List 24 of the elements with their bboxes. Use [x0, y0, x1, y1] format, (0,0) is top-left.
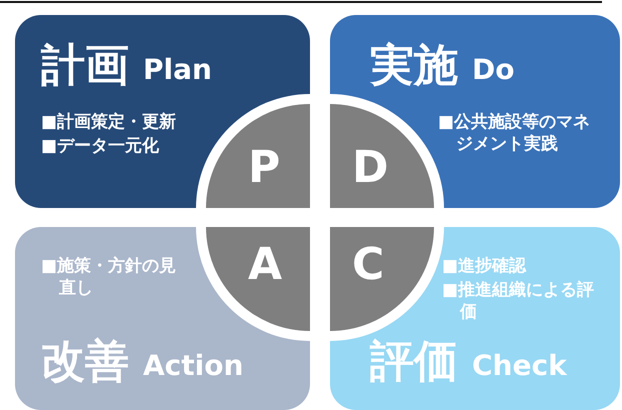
heading-text: 実施 [370, 41, 458, 91]
bullet-text: ■公共施設等のマネジメント実践 [438, 111, 592, 155]
heading-subtext: Check [472, 349, 567, 383]
quadrant-letter: P [248, 144, 280, 192]
bullet-text: ■計画策定・更新 [41, 111, 178, 133]
heading-subtext: Action [143, 349, 244, 383]
bullet-text: ■推進組織による評価 [442, 279, 596, 323]
quadrant-letter: D [352, 144, 389, 192]
do-panel [330, 15, 620, 208]
plan-quadrant [196, 94, 310, 208]
heading-text: 計画 [41, 41, 129, 91]
heading-text: 評価 [370, 337, 458, 387]
quadrant-letter: A [248, 241, 282, 289]
plan-panel [15, 15, 310, 208]
quadrant-letter: C [352, 241, 384, 289]
heading-subtext: Do [472, 53, 514, 87]
action-quadrant [196, 227, 310, 341]
bullet-text: ■データ一元化 [41, 135, 160, 157]
check-panel [330, 227, 620, 410]
heading-text: 改善 [41, 337, 129, 387]
heading-subtext: Plan [143, 53, 212, 87]
bullet-text: ■進捗確認 [442, 255, 528, 277]
action-panel [15, 227, 310, 410]
bullet-text: ■施策・方針の見直し [41, 255, 178, 299]
